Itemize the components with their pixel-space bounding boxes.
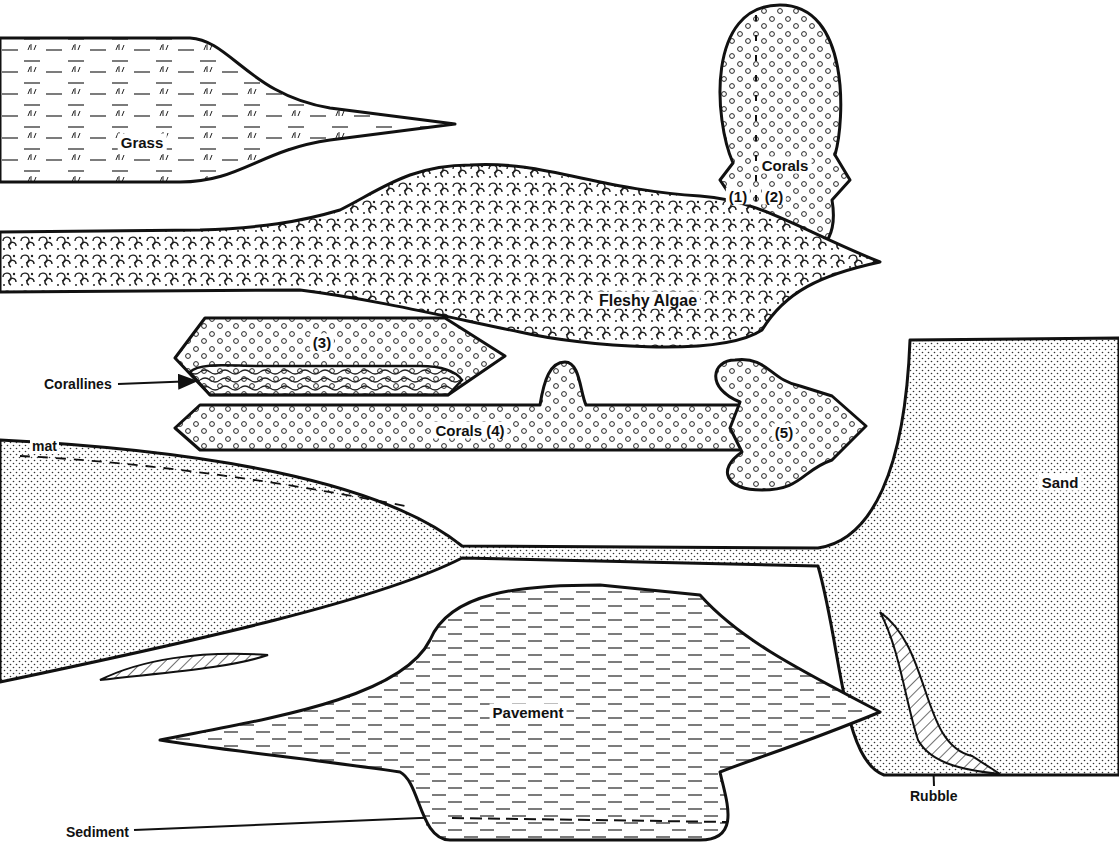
coral-zone: (3) [172, 314, 508, 398]
coral-zone: (5) [700, 355, 870, 493]
zone-outline [0, 34, 460, 186]
callout-label: Sediment [64, 824, 131, 840]
zone-label: Grass [118, 134, 167, 151]
zone-outline [172, 314, 508, 398]
callout-label: mat [30, 438, 59, 454]
zone-label: Pavement [490, 704, 567, 721]
zone-outline [172, 358, 752, 454]
grass-zone: Grass [0, 34, 460, 186]
callout-label: Rubble [908, 788, 959, 804]
pavement-zone: Pavement [156, 580, 884, 844]
coral-zone: Corals (4) [172, 358, 752, 454]
zone-label: (3) [310, 334, 334, 351]
zone-label: Sand [1039, 474, 1082, 491]
zone-label: Corals [759, 157, 812, 174]
zone-label: Corals (4) [432, 422, 507, 439]
zone-label: (5) [772, 424, 796, 441]
callout-number: (1) [726, 188, 750, 205]
leader-line [134, 817, 444, 830]
callout-number: (2) [762, 188, 786, 205]
leader-line [118, 381, 196, 384]
zone-label: Fleshy Algae [596, 292, 700, 309]
callout-label: Corallines [42, 376, 114, 392]
